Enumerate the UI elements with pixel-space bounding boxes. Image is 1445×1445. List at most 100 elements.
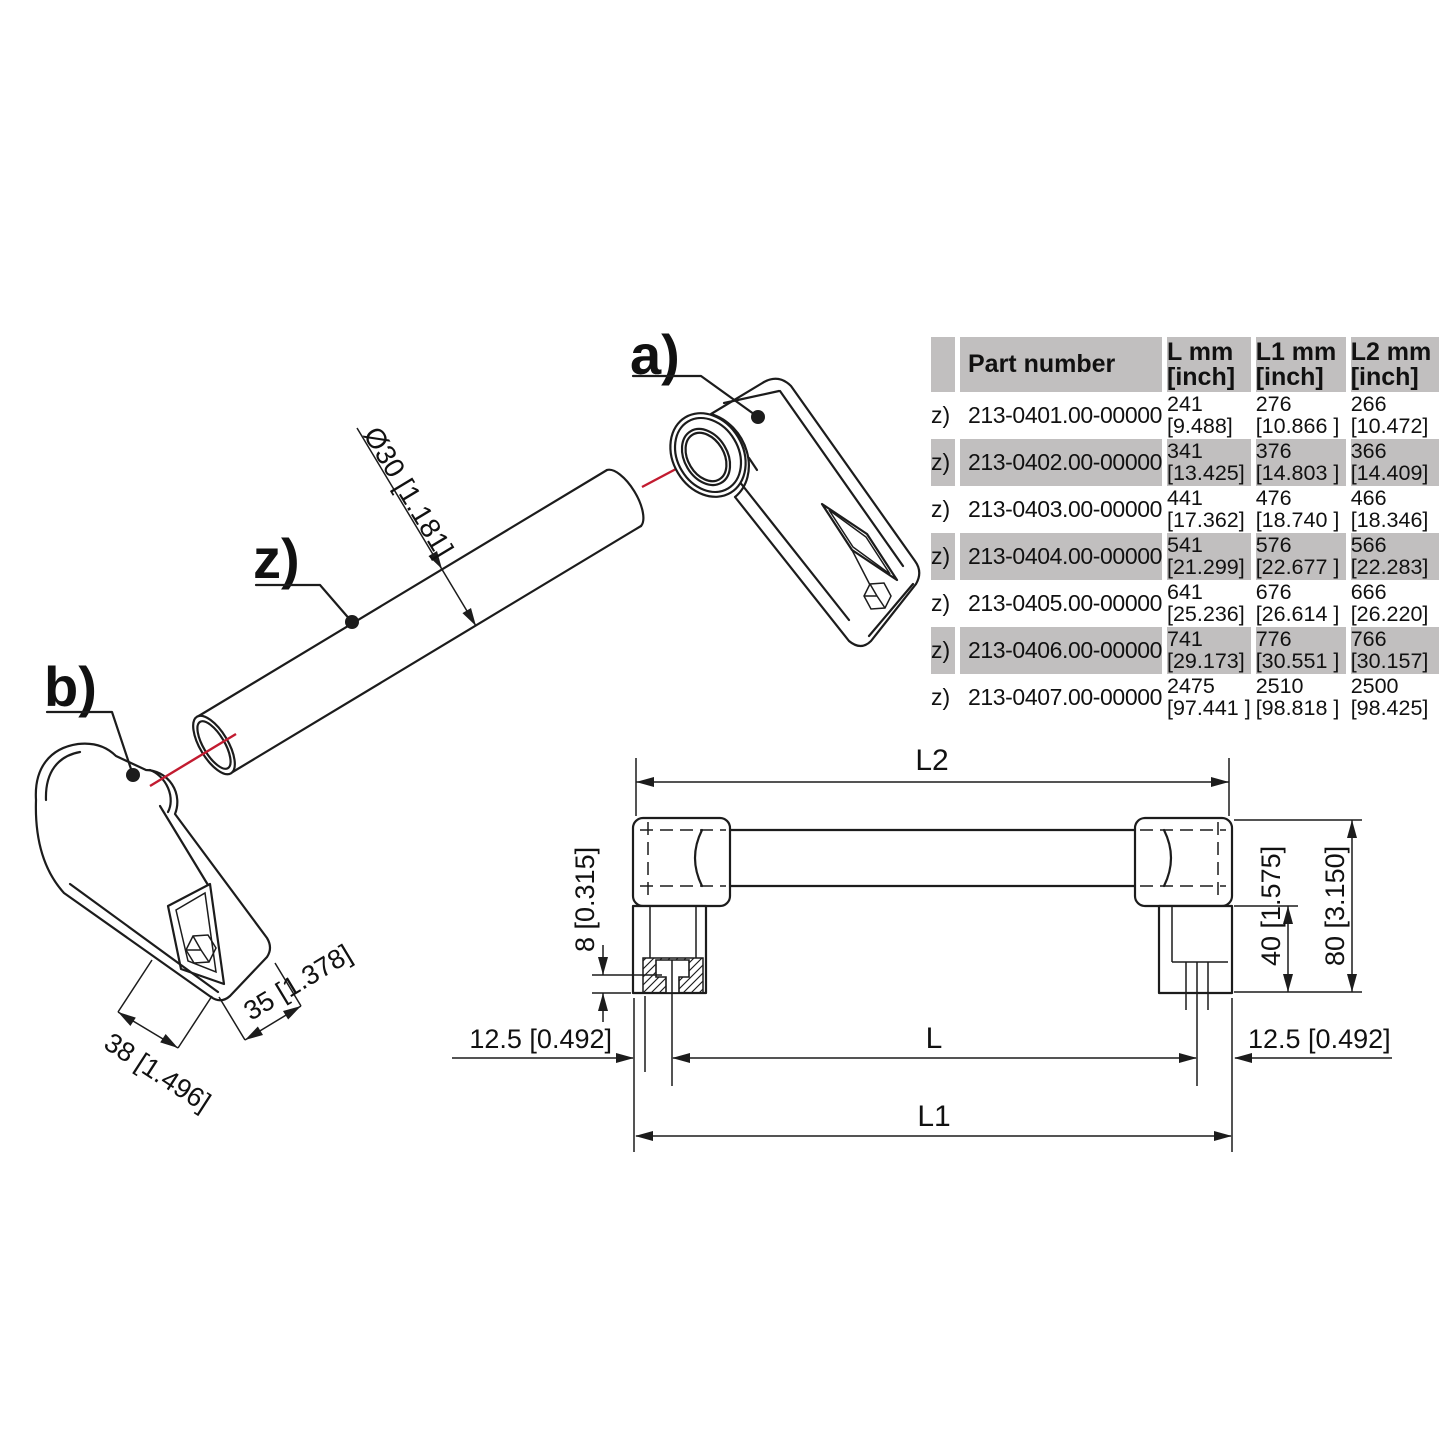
dim-end-depth-ext <box>117 959 213 1049</box>
callout-b-leader <box>45 710 135 777</box>
value-mm: 766 <box>1350 627 1387 651</box>
end-piece-a-bottom-inner <box>867 582 915 638</box>
table-header-row: Part number L mm[inch] L1 mm[inch] L2 mm… <box>931 337 1439 392</box>
value-mm: 341 <box>1167 439 1203 463</box>
value-mm: 741 <box>1167 627 1203 651</box>
dim-l1-label: L1 <box>917 1100 950 1133</box>
header-l2-line1: L2 mm <box>1350 337 1432 366</box>
dim-arrow <box>672 1053 690 1063</box>
callout-b-label: b) <box>44 655 97 718</box>
value-inch: [14.803 ] <box>1255 460 1340 485</box>
dim-end-width-ext <box>218 962 302 1041</box>
dim-tube-diameter-label: Ø30 [1.181] <box>357 421 459 562</box>
value-mm: 2500 <box>1350 674 1399 698</box>
parts-table-grid: Part number L mm[inch] L1 mm[inch] L2 mm… <box>926 337 1444 721</box>
value-mm: 576 <box>1255 533 1292 557</box>
header-l1: L1 mm[inch] <box>1255 337 1346 392</box>
callout-z-dot <box>345 615 359 629</box>
value-inch: [22.677 ] <box>1255 554 1340 579</box>
header-marker-cell <box>931 337 955 392</box>
header-l2: L2 mm[inch] <box>1350 337 1439 392</box>
dim-end-depth-label: 38 [1.496] <box>99 1027 216 1118</box>
end-piece-b <box>34 742 272 1002</box>
end-piece-b-pocket <box>166 882 226 986</box>
dim-offset-right-label: 12.5 [0.492] <box>1248 1024 1391 1054</box>
dim-arrow <box>462 607 476 626</box>
dim-arrow <box>1347 974 1357 992</box>
l1-cell: 476[18.740 ] <box>1256 486 1346 533</box>
dim-arrow <box>428 550 442 569</box>
right-cap-dome <box>1162 828 1173 888</box>
value-inch: [18.740 ] <box>1255 507 1340 532</box>
value-inch: [97.441 ] <box>1167 695 1251 720</box>
dim-arrow <box>636 777 654 787</box>
l1-cell: 2510[98.818 ] <box>1256 674 1346 721</box>
callout-a: a) <box>630 323 765 424</box>
value-inch: [30.551 ] <box>1255 648 1340 673</box>
value-mm: 376 <box>1255 439 1292 463</box>
row-marker: z) <box>931 590 951 616</box>
row-marker: z) <box>931 684 951 710</box>
l-cell: 641[25.236] <box>1167 580 1251 627</box>
row-marker: z) <box>931 533 955 580</box>
dim-tube-diameter-line <box>356 427 477 627</box>
value-mm: 676 <box>1255 580 1292 604</box>
front-view: L2 8 [0.315] 40 [1.575] 80 [3.150] <box>452 744 1392 1152</box>
l-cell: 541[21.299] <box>1167 533 1251 580</box>
table-row: z) 213-0402.00-00000 341[13.425] 376[14.… <box>931 439 1439 486</box>
part-number-cell: 213-0402.00-00000 <box>960 439 1162 486</box>
dim-tube-diameter: Ø30 [1.181] <box>356 421 477 627</box>
tube-front-edges <box>728 828 1137 888</box>
table-row: z) 213-0407.00-00000 2475[97.441 ] 2510[… <box>931 674 1439 721</box>
parts-table: Part number L mm[inch] L1 mm[inch] L2 mm… <box>926 337 1444 721</box>
callout-z: z) <box>253 527 359 629</box>
dim-l2-label: L2 <box>915 744 948 777</box>
end-piece-a-junction-tick <box>747 456 759 472</box>
value-mm: 566 <box>1350 533 1387 557</box>
value-inch: [10.866 ] <box>1255 413 1340 438</box>
tube-top-edge <box>195 468 609 719</box>
l2-cell: 466[18.346] <box>1351 486 1439 533</box>
ext-bottom-left <box>633 960 673 1152</box>
value-mm: 441 <box>1167 486 1203 510</box>
dim-arrow <box>282 1006 301 1020</box>
end-piece-a-body <box>709 377 921 648</box>
dim-arrow <box>245 1026 264 1040</box>
dim-arrow <box>1179 1053 1197 1063</box>
end-piece-a-hex-detail <box>864 583 886 609</box>
l1-cell: 776[30.551 ] <box>1255 627 1346 674</box>
value-mm: 266 <box>1350 392 1387 416</box>
row-marker: z) <box>931 402 951 428</box>
right-block <box>1157 904 1234 995</box>
ext-l2 <box>635 758 1230 816</box>
dim-height-80: 80 [3.150] <box>1320 820 1357 992</box>
dim-arrow <box>1214 1131 1232 1141</box>
table-row: z) 213-0405.00-00000 641[25.236] 676[26.… <box>931 580 1439 627</box>
l1-cell: 376[14.803 ] <box>1255 439 1346 486</box>
end-piece-b-hub-arc <box>148 768 172 814</box>
row-marker: z) <box>931 496 951 522</box>
end-piece-a-pocket <box>820 502 899 582</box>
dim-arrow <box>1283 974 1293 992</box>
l-cell: 741[29.173] <box>1167 627 1251 674</box>
dim-arrow <box>160 1034 178 1048</box>
l2-cell: 666[26.220] <box>1351 580 1439 627</box>
left-cap-hidden-lines <box>640 822 726 900</box>
value-inch: [21.299] <box>1167 554 1245 579</box>
l2-cell: 366[14.409] <box>1350 439 1439 486</box>
end-piece-a-pocket-inner <box>828 509 891 575</box>
l1-cell: 276[10.866 ] <box>1256 392 1346 439</box>
part-number-cell: 213-0401.00-00000 <box>968 402 1162 428</box>
tube-bottom-edge <box>229 524 643 775</box>
end-piece-a-pocket-depth <box>851 549 871 586</box>
l-cell: 341[13.425] <box>1167 439 1251 486</box>
value-inch: [25.236] <box>1167 601 1245 626</box>
l-cell: 2475[97.441 ] <box>1167 674 1251 721</box>
header-l1-line1: L1 mm <box>1255 337 1337 366</box>
callout-b-dot <box>126 768 140 782</box>
dim-arrow <box>118 1012 136 1026</box>
table-row: z) 213-0406.00-00000 741[29.173] 776[30.… <box>931 627 1439 674</box>
value-mm: 466 <box>1350 486 1387 510</box>
dim-l2: L2 <box>636 744 1229 787</box>
tube-end-inner <box>196 720 232 770</box>
